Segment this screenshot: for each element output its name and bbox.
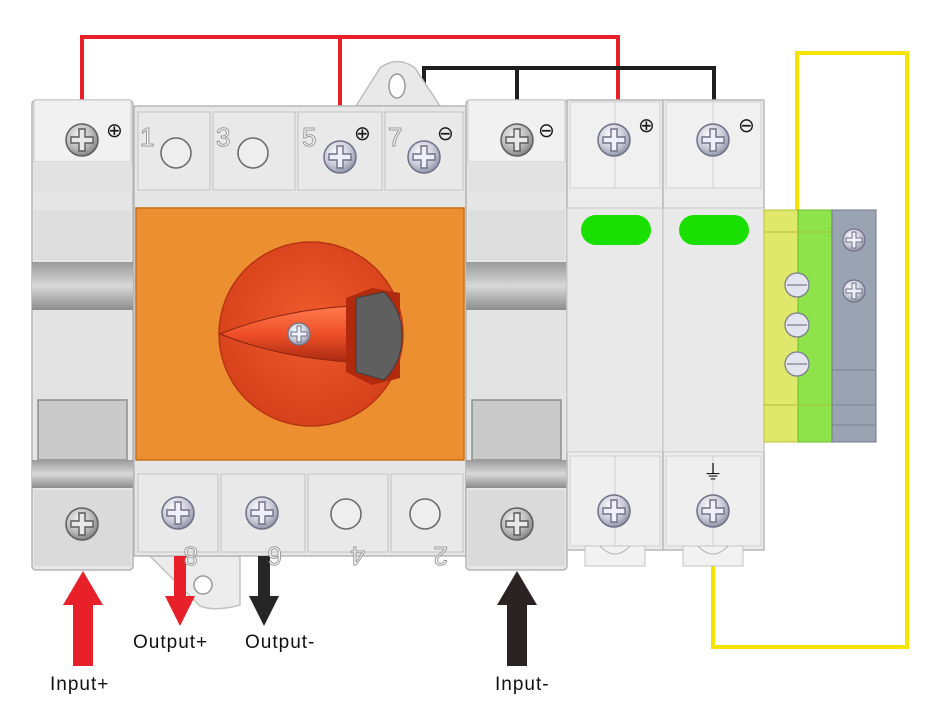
status-indicator-2 [679, 215, 749, 245]
plus-symbol-left-breaker: ⊕ [106, 118, 123, 142]
status-indicator-1 [581, 215, 651, 245]
switch-mount-tab-bottom [148, 555, 241, 610]
terminal-6-screw [245, 496, 279, 530]
center-breaker-pole [465, 99, 568, 571]
terminal-number-6: 6 [268, 541, 282, 571]
terminal-number-8: 8 [184, 541, 198, 571]
terminal-number-2: 2 [434, 541, 448, 571]
input-plus-label: Input+ [50, 674, 110, 695]
ground-terminal-block [763, 209, 833, 443]
output-plus-label: Output+ [133, 632, 209, 653]
terminal-number-1: 1 [140, 122, 154, 152]
terminal-1-hole [160, 137, 192, 169]
left-breaker-pole [31, 99, 134, 571]
input-minus-arrow [497, 571, 537, 666]
gray-terminal-block [831, 209, 877, 443]
input-minus-label: Input- [495, 674, 550, 695]
terminal-8-screw [161, 496, 195, 530]
rotary-knob[interactable] [218, 241, 404, 427]
input-plus-arrow [63, 571, 103, 666]
terminal-number-5: 5 [302, 122, 316, 152]
output-plus-arrow [165, 556, 195, 626]
minus-symbol-terminal-7: ⊖ [437, 121, 454, 145]
minus-symbol-spd-2: ⊖ [738, 113, 755, 137]
switch-mount-tab-top [354, 60, 442, 107]
terminal-5-screw [323, 140, 357, 174]
output-minus-label: Output- [245, 632, 316, 653]
terminal-7-screw [407, 140, 441, 174]
terminal-number-3: 3 [216, 122, 230, 152]
terminal-3-hole [237, 137, 269, 169]
ground-wire [711, 51, 909, 649]
plus-symbol-terminal-5: ⊕ [354, 121, 371, 145]
plus-symbol-spd-1: ⊕ [638, 113, 655, 137]
minus-symbol-center-breaker: ⊖ [538, 118, 555, 142]
terminal-4-hole [330, 498, 362, 530]
surge-protector-module-2 [662, 99, 765, 567]
terminal-number-4: 4 [351, 541, 365, 571]
terminal-2-hole [409, 498, 441, 530]
terminal-number-7: 7 [388, 122, 402, 152]
ground-symbol: ⏚ [703, 460, 723, 484]
surge-protector-module-1 [566, 99, 664, 567]
output-minus-arrow [249, 556, 279, 626]
